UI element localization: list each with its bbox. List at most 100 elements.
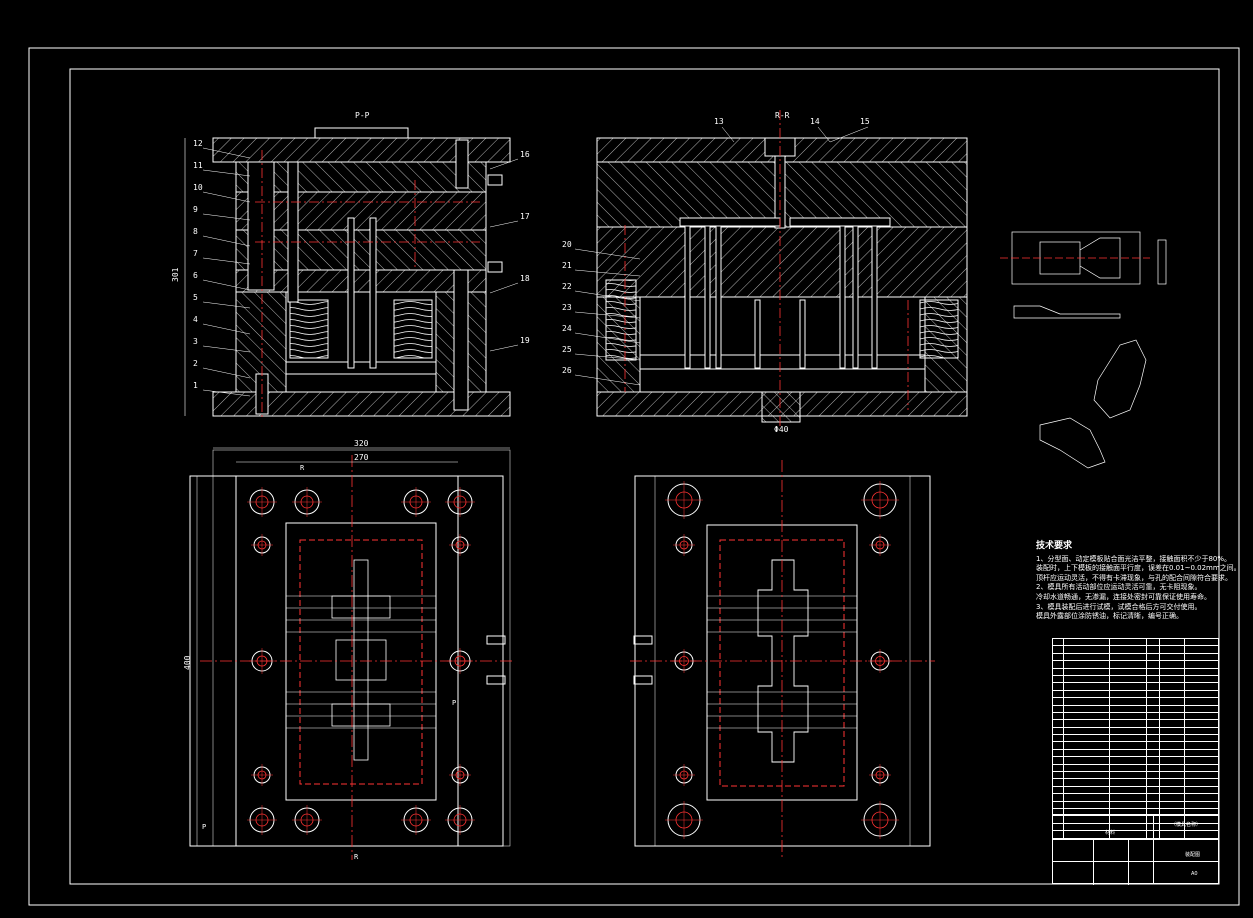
callout-number: 8 xyxy=(193,227,198,236)
bom-cell xyxy=(1158,704,1185,713)
bom-row xyxy=(1052,652,1220,662)
bill-of-materials xyxy=(1052,637,1220,839)
bom-cell xyxy=(1183,763,1220,773)
bom-cell xyxy=(1158,763,1185,773)
bom-cell xyxy=(1183,652,1220,662)
part-views xyxy=(1000,231,1167,469)
bom-cell xyxy=(1052,726,1064,736)
bom-cell xyxy=(1108,719,1147,728)
bom-cell xyxy=(1158,756,1185,765)
outer-frame xyxy=(28,47,1240,906)
height-dimension-pp: 301 xyxy=(171,267,180,282)
bom-cell xyxy=(1108,756,1147,765)
callout-number: 2 xyxy=(193,359,198,368)
bom-cell xyxy=(1062,652,1110,662)
cut-mark-p-right: P xyxy=(452,699,456,707)
bom-cell xyxy=(1062,637,1110,647)
bom-row xyxy=(1052,756,1220,765)
bom-cell xyxy=(1052,793,1064,802)
bom-cell xyxy=(1158,719,1185,728)
technical-requirements: 技术要求 1、分型面、动定模板贴合面光洁平整，接触面积不少于80%。 装配时，上… xyxy=(1036,541,1241,622)
diameter-dimension-rr: Φ40 xyxy=(774,425,789,434)
height-dimension-plan: 400 xyxy=(183,655,192,670)
bom-cell xyxy=(1183,660,1220,669)
guide-holes-right xyxy=(665,481,899,839)
callout-number: 13 xyxy=(714,117,724,126)
callout-number: 18 xyxy=(520,274,530,283)
bom-cell xyxy=(1062,689,1110,699)
bom-cell xyxy=(1108,771,1147,780)
leader-line xyxy=(202,323,251,335)
bom-cell xyxy=(1158,771,1185,780)
bom-cell xyxy=(1183,800,1220,810)
bom-cell xyxy=(1183,689,1220,699)
bom-cell xyxy=(1052,645,1064,654)
bom-cell xyxy=(1062,645,1110,654)
callout-number: 4 xyxy=(193,315,198,324)
tech-notes-title: 技术要求 xyxy=(1036,541,1073,551)
callout-number: 21 xyxy=(562,261,572,270)
bom-cell xyxy=(1145,637,1160,647)
bom-cell xyxy=(1183,704,1220,713)
bom-cell xyxy=(1158,748,1185,758)
bom-cell xyxy=(1108,637,1147,647)
bom-cell xyxy=(1062,771,1110,780)
bom-cell xyxy=(1062,726,1110,736)
callout-number: 6 xyxy=(193,271,198,280)
leader-line xyxy=(202,213,251,221)
leader-line xyxy=(574,353,641,361)
tech-note-line: 顶杆应运动灵活，不得有卡滞现象，与孔的配合间隙符合要求。 xyxy=(1036,573,1232,582)
callout-number: 9 xyxy=(193,205,198,214)
bom-cell xyxy=(1145,697,1160,706)
bom-cell xyxy=(1108,734,1147,743)
bom-cell xyxy=(1062,830,1110,839)
callout-number: 24 xyxy=(562,324,572,333)
bom-cell xyxy=(1052,734,1064,743)
bom-row xyxy=(1052,800,1220,810)
bom-cell xyxy=(1183,637,1220,647)
bom-row xyxy=(1052,697,1220,706)
bom-row xyxy=(1052,741,1220,750)
leader-line xyxy=(202,389,251,397)
bom-row xyxy=(1052,726,1220,736)
bom-cell xyxy=(1108,667,1147,676)
bom-cell xyxy=(1183,726,1220,736)
bom-cell xyxy=(1183,734,1220,743)
cut-mark-r-bottom: R xyxy=(354,853,359,861)
bom-cell xyxy=(1145,778,1160,787)
bom-cell xyxy=(1145,652,1160,662)
callout-number: 12 xyxy=(193,139,203,148)
bom-row xyxy=(1052,763,1220,773)
bom-cell xyxy=(1158,741,1185,750)
bom-cell xyxy=(1183,711,1220,721)
bom-row xyxy=(1052,689,1220,699)
leader-line xyxy=(574,311,641,319)
leader-line xyxy=(574,269,641,277)
bom-cell xyxy=(1158,697,1185,706)
bom-cell xyxy=(1158,682,1185,691)
bom-table xyxy=(1052,637,1220,839)
bom-cell xyxy=(1062,785,1110,795)
leader-line xyxy=(829,126,869,143)
bom-cell xyxy=(1158,674,1185,684)
inner-frame xyxy=(69,68,1220,885)
callout-number: 26 xyxy=(562,366,572,375)
bom-cell xyxy=(1062,674,1110,684)
bom-cell xyxy=(1108,689,1147,699)
bom-cell xyxy=(1108,726,1147,736)
bom-cell xyxy=(1052,667,1064,676)
bom-row xyxy=(1052,734,1220,743)
bom-row xyxy=(1052,793,1220,802)
tech-note-line: 2、模具所有活动部位应运动灵活可靠，无卡阻现象。 xyxy=(1036,583,1202,592)
bom-cell xyxy=(1145,771,1160,780)
bom-cell xyxy=(1183,830,1220,839)
bom-cell xyxy=(1108,785,1147,795)
leader-line xyxy=(202,367,251,379)
bom-cell xyxy=(1052,652,1064,662)
bom-cell xyxy=(1145,748,1160,758)
bom-row xyxy=(1052,830,1220,839)
leader-line xyxy=(489,158,519,170)
